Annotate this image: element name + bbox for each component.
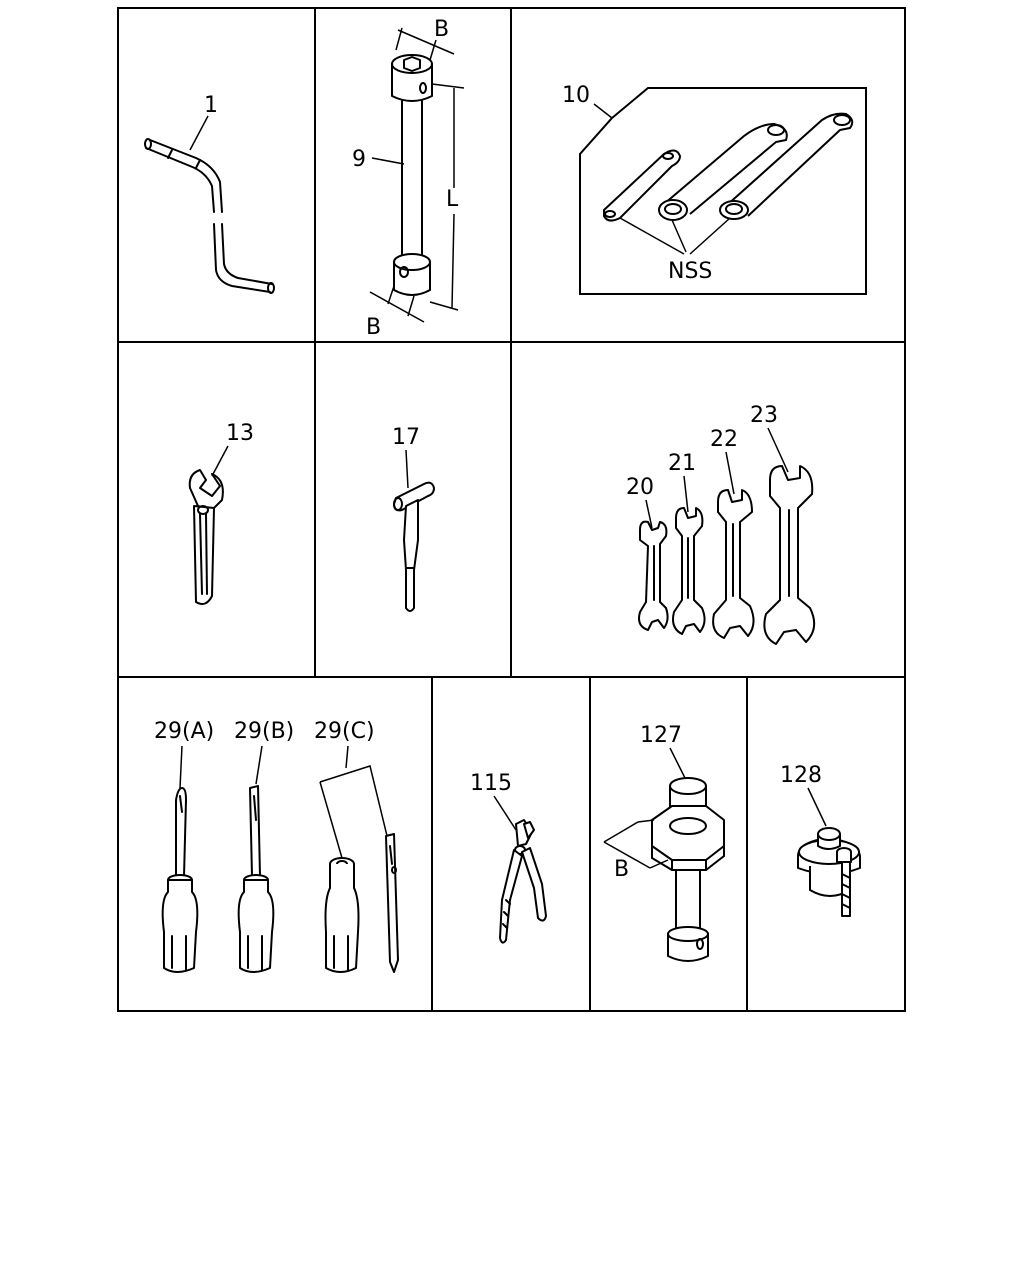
part-29a-screwdriver: 29(A) xyxy=(154,719,214,973)
dimension-l: L xyxy=(446,187,459,212)
callout-20: 20 xyxy=(626,475,654,500)
callout-23: 23 xyxy=(750,403,778,428)
part-10-offset-wrench-set: 10 NSS xyxy=(562,83,867,295)
dimension-b-127: B xyxy=(614,857,629,882)
callout-17: 17 xyxy=(392,425,420,450)
callout-21: 21 xyxy=(668,451,696,476)
callout-29a: 29(A) xyxy=(154,719,214,744)
part-21-open-end-wrench: 21 xyxy=(668,451,706,635)
part-29b-screwdriver: 29(B) xyxy=(234,719,294,973)
callout-22: 22 xyxy=(710,427,738,452)
dimension-b-bottom: B xyxy=(366,315,381,340)
callout-13: 13 xyxy=(226,421,254,446)
dimension-b-top: B xyxy=(434,17,449,42)
part-9-box-wrench: 9 B L B xyxy=(352,17,465,340)
part-128-plug-tool: 128 xyxy=(780,763,861,917)
callout-10: 10 xyxy=(562,83,590,108)
part-29c-screwdriver-set: 29(C) xyxy=(314,719,399,973)
diagram-grid xyxy=(117,7,906,1012)
part-13-adjustable-wrench: 13 xyxy=(188,421,254,605)
part-20-open-end-wrench: 20 xyxy=(626,475,669,631)
callout-29b: 29(B) xyxy=(234,719,294,744)
callout-127: 127 xyxy=(640,723,682,748)
part-115-pliers: 115 xyxy=(470,771,547,944)
part-23-open-end-wrench: 23 xyxy=(750,403,816,645)
part-22-open-end-wrench: 22 xyxy=(710,427,755,639)
part-127-socket-wrench: 127 B xyxy=(603,723,725,962)
part-1-crank-handle: 1 xyxy=(144,93,275,294)
callout-29c: 29(C) xyxy=(314,719,375,744)
callout-115: 115 xyxy=(470,771,512,796)
part-17-hammer: 17 xyxy=(392,425,435,612)
callout-9: 9 xyxy=(352,147,366,172)
callout-128: 128 xyxy=(780,763,822,788)
nss-label: NSS xyxy=(668,259,712,284)
callout-1: 1 xyxy=(204,93,218,118)
